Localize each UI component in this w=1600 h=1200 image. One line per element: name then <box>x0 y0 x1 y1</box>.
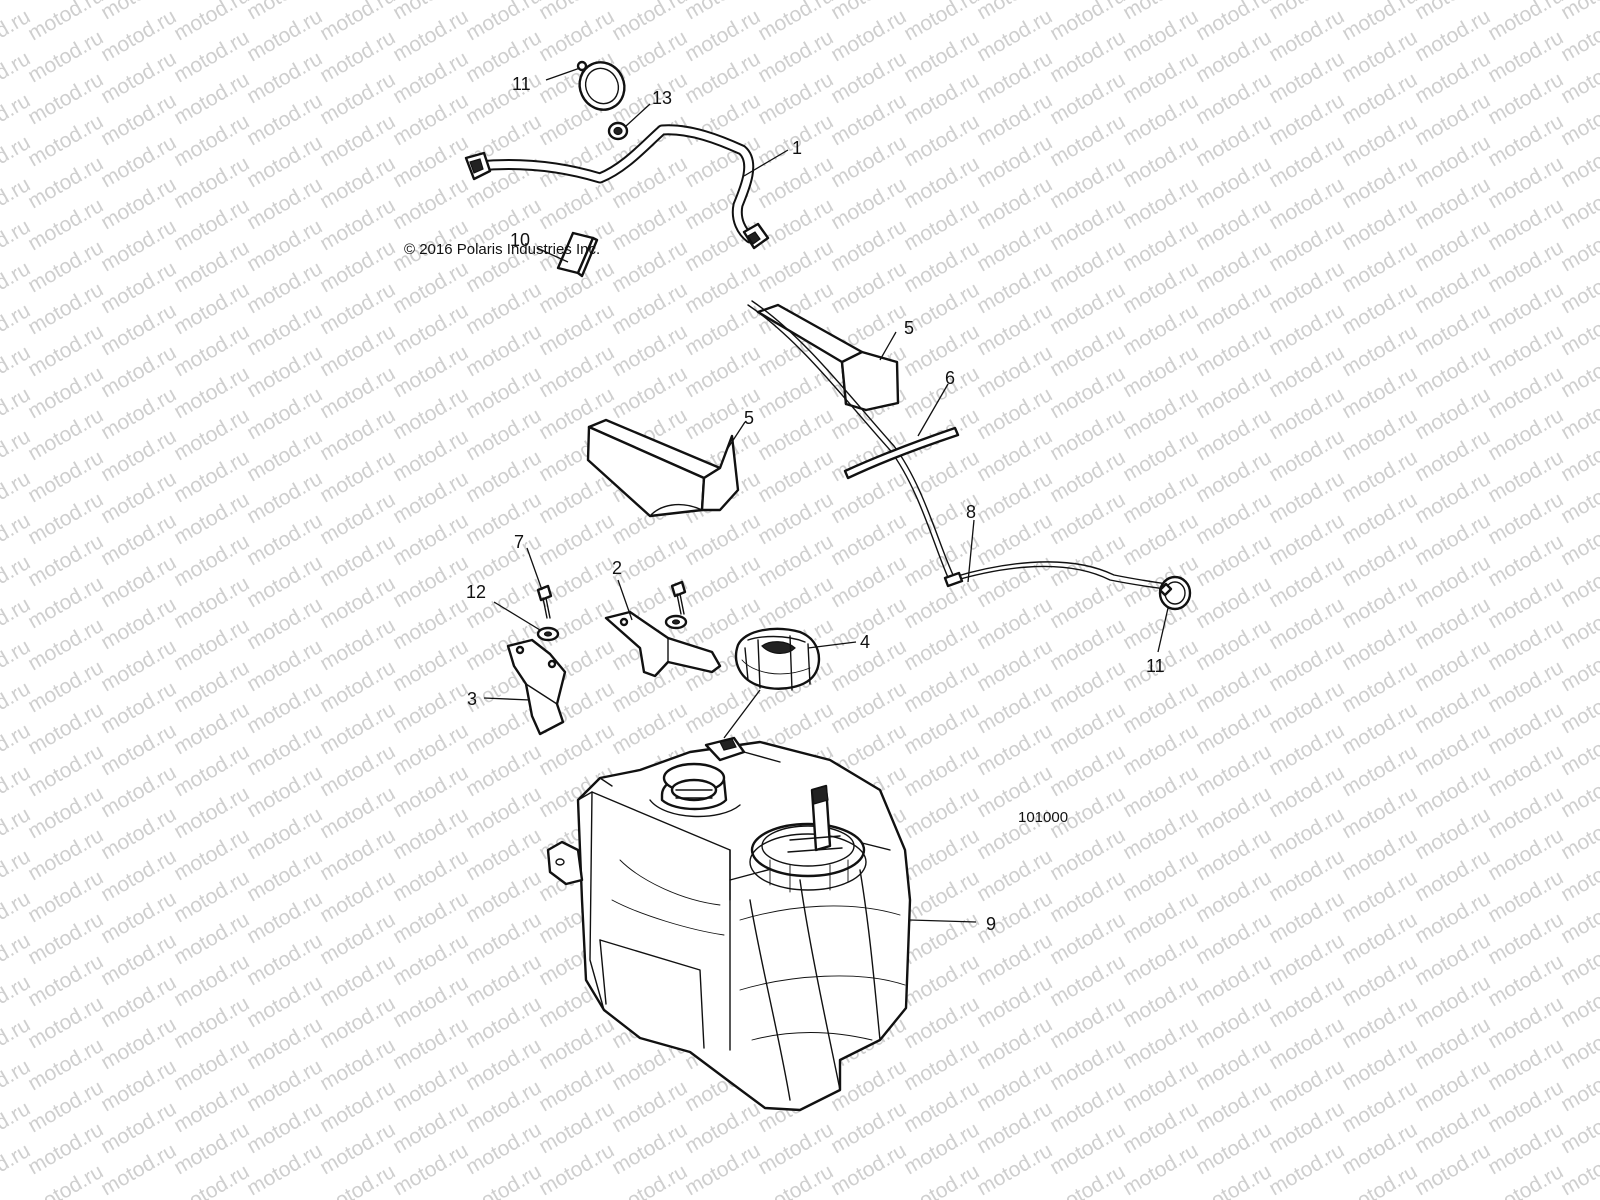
vent-hose-part-1 <box>464 124 770 250</box>
fuel-tank-part-9 <box>546 736 912 1112</box>
callout-9: 9 <box>986 914 996 934</box>
bracket-part-2 <box>604 610 722 678</box>
watermark-text: motod.ru <box>1557 0 1600 24</box>
callout-4: 4 <box>860 632 870 652</box>
callout-1: 1 <box>792 138 802 158</box>
callout-5-upper: 5 <box>904 318 914 338</box>
strap-part-6 <box>843 426 960 480</box>
copyright-notice: © 2016 Polaris Industries Inc. <box>404 241 600 258</box>
callout-10: 10 <box>510 230 530 250</box>
grommet-part-13 <box>607 121 629 141</box>
callout-12: 12 <box>466 582 486 602</box>
fuel-cap-part-4 <box>734 627 821 691</box>
clamp-part-11-right <box>1158 575 1192 611</box>
callout-7: 7 <box>514 532 524 552</box>
callout-6: 6 <box>945 368 955 388</box>
callout-13: 13 <box>652 88 672 108</box>
bracket-part-3 <box>506 638 567 736</box>
callout-labels: 11 13 1 10 5 6 5 8 7 2 12 4 11 3 9 <box>466 74 1165 934</box>
callout-3: 3 <box>467 689 477 709</box>
foam-pad-part-5-upper <box>756 303 900 412</box>
leader-lines <box>483 67 1169 923</box>
foam-strip-part-10 <box>556 231 599 278</box>
callout-5-lower: 5 <box>744 408 754 428</box>
clamp-part-11-top <box>576 60 626 111</box>
washer-part-12 <box>536 614 688 642</box>
figure-number: 101000 <box>1018 809 1068 826</box>
callout-11-top: 11 <box>512 74 531 94</box>
callout-11-right: 11 <box>1146 656 1165 676</box>
vent-line-part-8 <box>747 300 1173 591</box>
callout-8: 8 <box>966 502 976 522</box>
callout-2: 2 <box>612 558 622 578</box>
foam-pad-part-5-lower <box>586 418 740 518</box>
